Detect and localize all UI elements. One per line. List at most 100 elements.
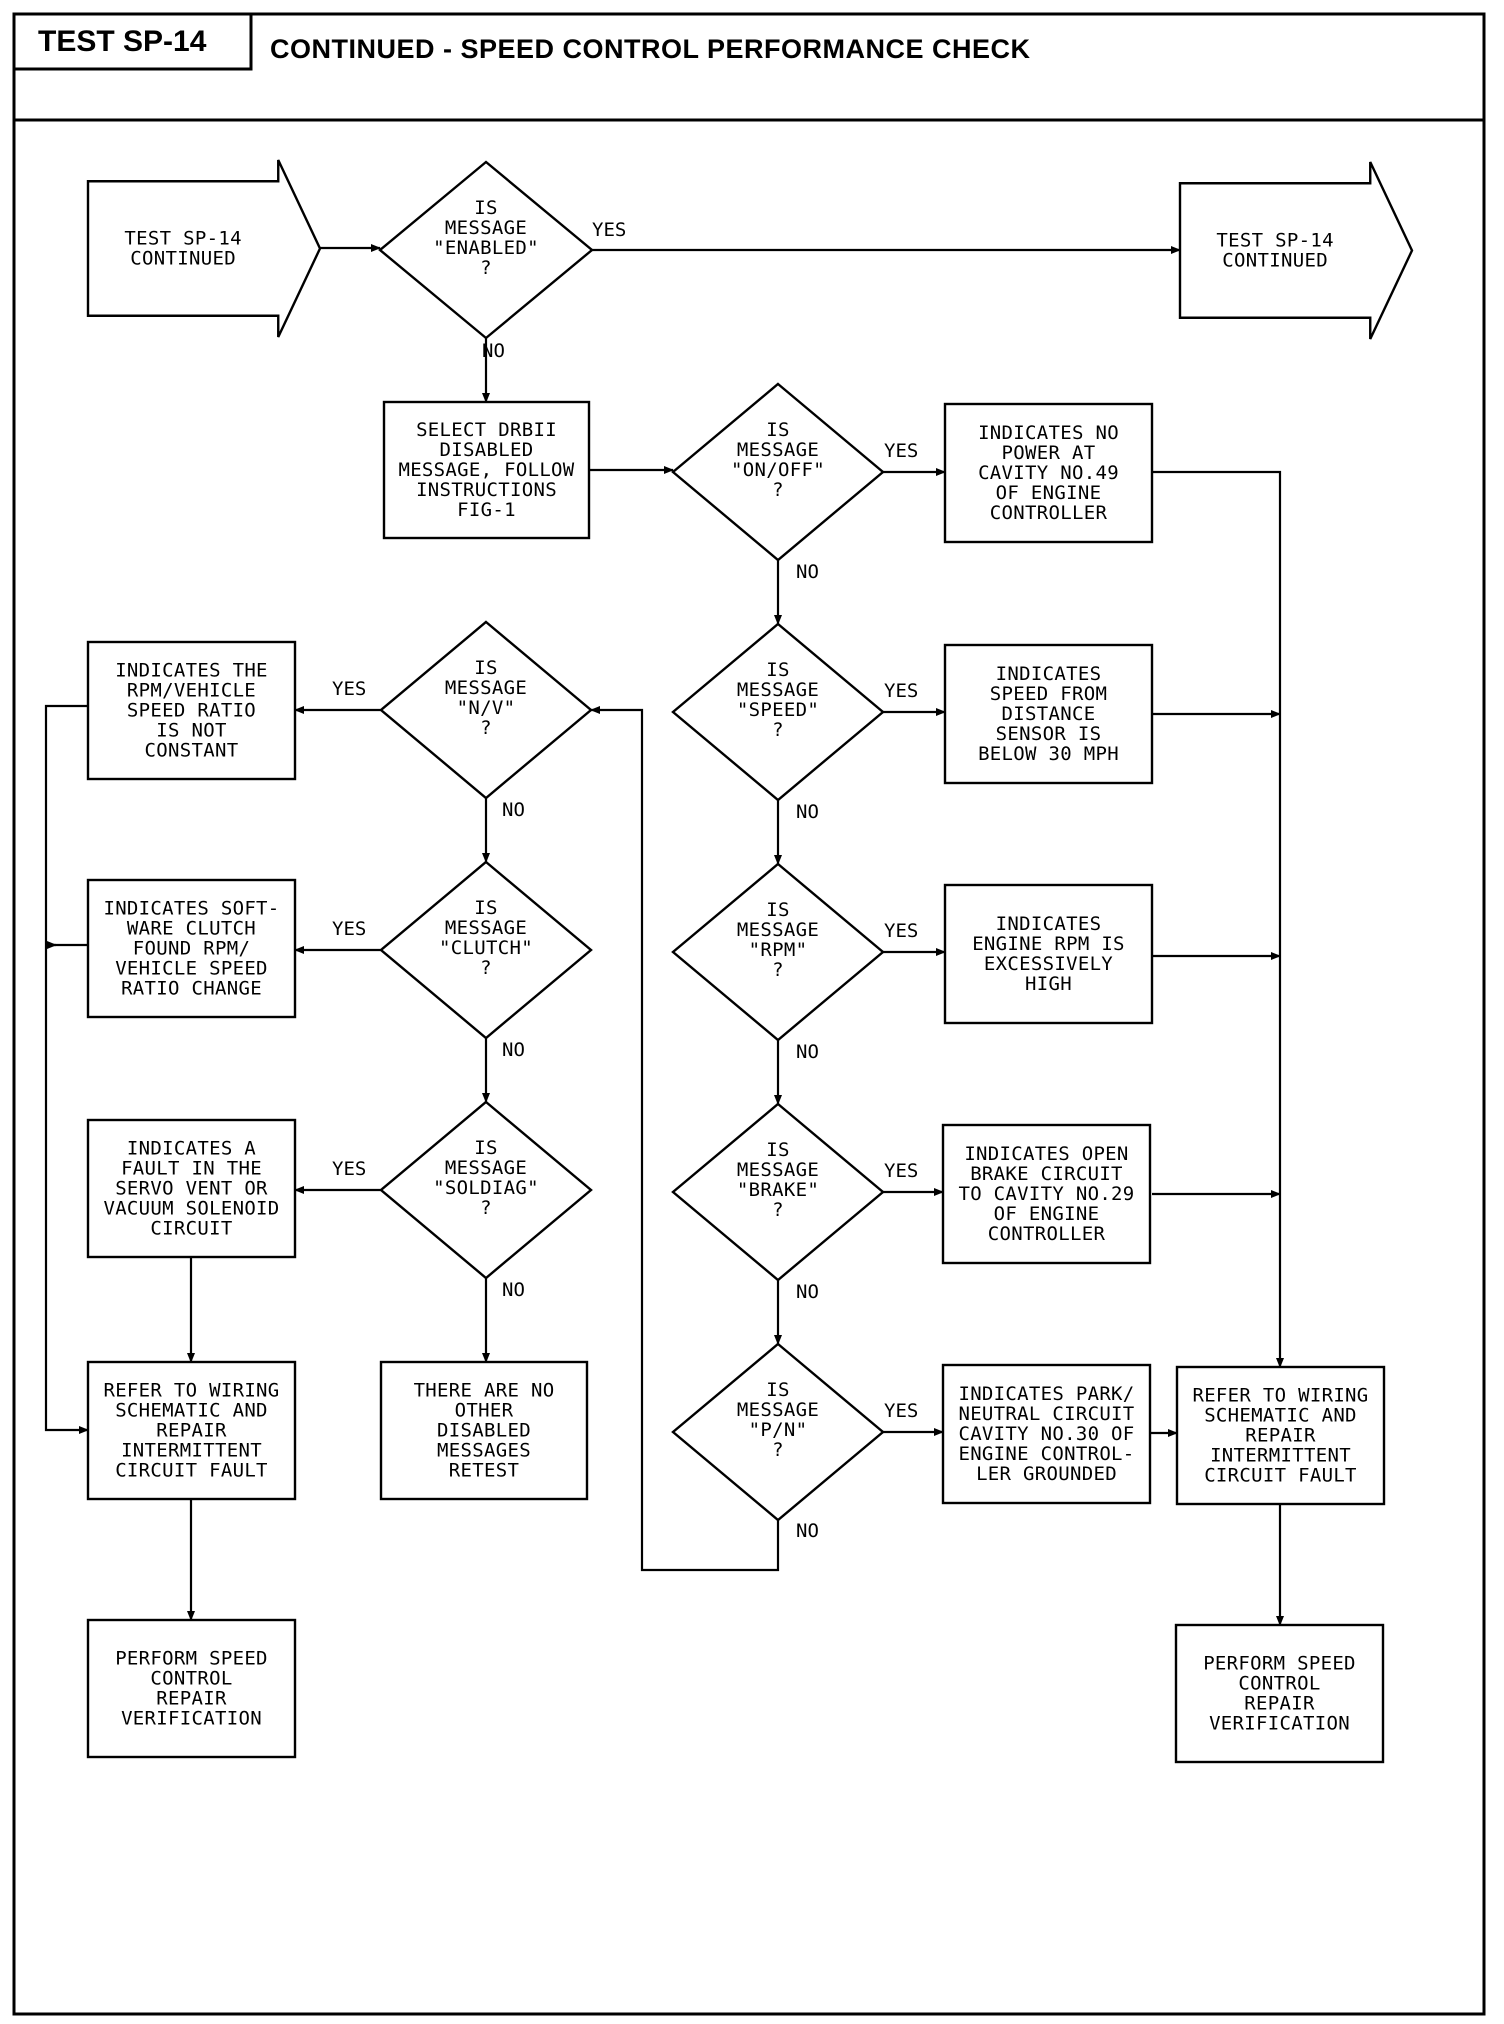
connector-line bbox=[1152, 470, 1284, 1368]
node-text-line: TO CAVITY NO.29 bbox=[958, 1183, 1134, 1205]
no-label: NO bbox=[796, 561, 819, 583]
node-text-line: FIG-1 bbox=[457, 499, 516, 521]
process-box bbox=[1175, 1365, 1386, 1506]
node-text-line: "SPEED" bbox=[737, 699, 819, 721]
node-text-line: RATIO CHANGE bbox=[121, 978, 262, 1000]
decision-diamond bbox=[671, 622, 885, 802]
node-text-line: LER GROUNDED bbox=[976, 1463, 1117, 1485]
node-text-line: IS bbox=[474, 197, 497, 219]
node-text-line: MESSAGE bbox=[737, 919, 819, 941]
yes-label: YES bbox=[332, 1158, 366, 1180]
node-text-line: BRAKE CIRCUIT bbox=[970, 1163, 1123, 1185]
node-text-line: "SOLDIAG" bbox=[433, 1177, 539, 1199]
node-text-line: SELECT DRBII bbox=[416, 419, 557, 441]
node-text-line: MESSAGE bbox=[445, 217, 527, 239]
process-box bbox=[941, 1123, 1152, 1265]
node-text-line: VERIFICATION bbox=[1209, 1713, 1350, 1735]
process-box bbox=[86, 878, 297, 1019]
decision-diamond bbox=[379, 1100, 593, 1280]
node-text-line: ? bbox=[772, 959, 784, 981]
yes-label: YES bbox=[884, 1160, 918, 1182]
node-text-line: CIRCUIT FAULT bbox=[1204, 1465, 1357, 1487]
yes-label: YES bbox=[884, 920, 918, 942]
process-box bbox=[86, 1118, 297, 1259]
yes-label: YES bbox=[884, 680, 918, 702]
node-text-line: ENGINE CONTROL- bbox=[958, 1443, 1134, 1465]
page-frame bbox=[12, 12, 1486, 2016]
node-text-line: SCHEMATIC AND bbox=[1204, 1405, 1357, 1427]
node-text-line: INDICATES OPEN bbox=[964, 1143, 1128, 1165]
connector-line bbox=[44, 704, 89, 1434]
node-text-line: ? bbox=[772, 479, 784, 501]
node-text-line: CONTINUED bbox=[1222, 250, 1328, 272]
process-box bbox=[941, 1363, 1152, 1505]
process-box bbox=[86, 1618, 297, 1759]
node-text-line: IS bbox=[766, 899, 789, 921]
no-label: NO bbox=[482, 340, 505, 362]
node-text-line: POWER AT bbox=[1002, 442, 1096, 464]
yes-label: YES bbox=[592, 219, 626, 241]
node-text-line: MESSAGE bbox=[445, 677, 527, 699]
no-label: NO bbox=[502, 1279, 525, 1301]
node-text-line: INDICATES bbox=[996, 663, 1102, 685]
node-text-line: CONSTANT bbox=[145, 740, 239, 762]
node-text-line: IS bbox=[474, 897, 497, 919]
no-label: NO bbox=[502, 799, 525, 821]
node-text-line: SPEED RATIO bbox=[127, 700, 256, 722]
process-box bbox=[86, 1360, 297, 1501]
node-text-line: "N/V" bbox=[457, 697, 516, 719]
yes-label: YES bbox=[884, 440, 918, 462]
no-label: NO bbox=[796, 1520, 819, 1542]
node-text-line: ? bbox=[480, 257, 492, 279]
node-text-line: "CLUTCH" bbox=[439, 937, 533, 959]
decision-diamond bbox=[379, 620, 593, 800]
branch-labels: YESNOYESNOYESNOYESNOYESNOYESNOYESNOYESNO… bbox=[332, 219, 918, 1542]
node-text-line: INDICATES A bbox=[127, 1138, 256, 1160]
node-text-line: IS bbox=[766, 419, 789, 441]
node-text-line: INDICATES bbox=[996, 913, 1102, 935]
node-text-line: VACUUM SOLENOID bbox=[103, 1198, 279, 1220]
node-text-line: OF ENGINE bbox=[994, 1203, 1100, 1225]
node-text-line: FAULT IN THE bbox=[121, 1158, 262, 1180]
node-text-line: SPEED FROM bbox=[990, 683, 1107, 705]
node-text-line: OTHER bbox=[455, 1400, 514, 1422]
node-text-line: OF ENGINE bbox=[996, 482, 1102, 504]
node-text-line: NEUTRAL CIRCUIT bbox=[958, 1403, 1134, 1425]
offpage-connector-arrow bbox=[86, 159, 322, 338]
node-text-line: VEHICLE SPEED bbox=[115, 958, 268, 980]
node-text-line: INSTRUCTIONS bbox=[416, 479, 557, 501]
node-text-line: ENGINE RPM IS bbox=[972, 933, 1125, 955]
node-text-line: DISABLED bbox=[437, 1420, 531, 1442]
node-text-line: MESSAGE bbox=[737, 1159, 819, 1181]
test-id: TEST SP-14 bbox=[38, 25, 207, 58]
node-text-line: FOUND RPM/ bbox=[133, 938, 250, 960]
node-text-line: CONTROLLER bbox=[990, 502, 1108, 524]
node-text-line: CIRCUIT FAULT bbox=[115, 1460, 268, 1482]
node-text-line: REPAIR bbox=[1244, 1693, 1315, 1715]
node-text-line: HIGH bbox=[1025, 973, 1072, 995]
node-text-line: MESSAGE bbox=[737, 1399, 819, 1421]
node-text-line: REPAIR bbox=[156, 1420, 227, 1442]
node-text-line: INDICATES NO bbox=[978, 422, 1119, 444]
node-text-line: CONTROLLER bbox=[988, 1223, 1106, 1245]
page-title: CONTINUED - SPEED CONTROL PERFORMANCE CH… bbox=[270, 34, 1031, 64]
node-text-line: ? bbox=[772, 1439, 784, 1461]
node-text-line: REFER TO WIRING bbox=[1192, 1385, 1368, 1407]
